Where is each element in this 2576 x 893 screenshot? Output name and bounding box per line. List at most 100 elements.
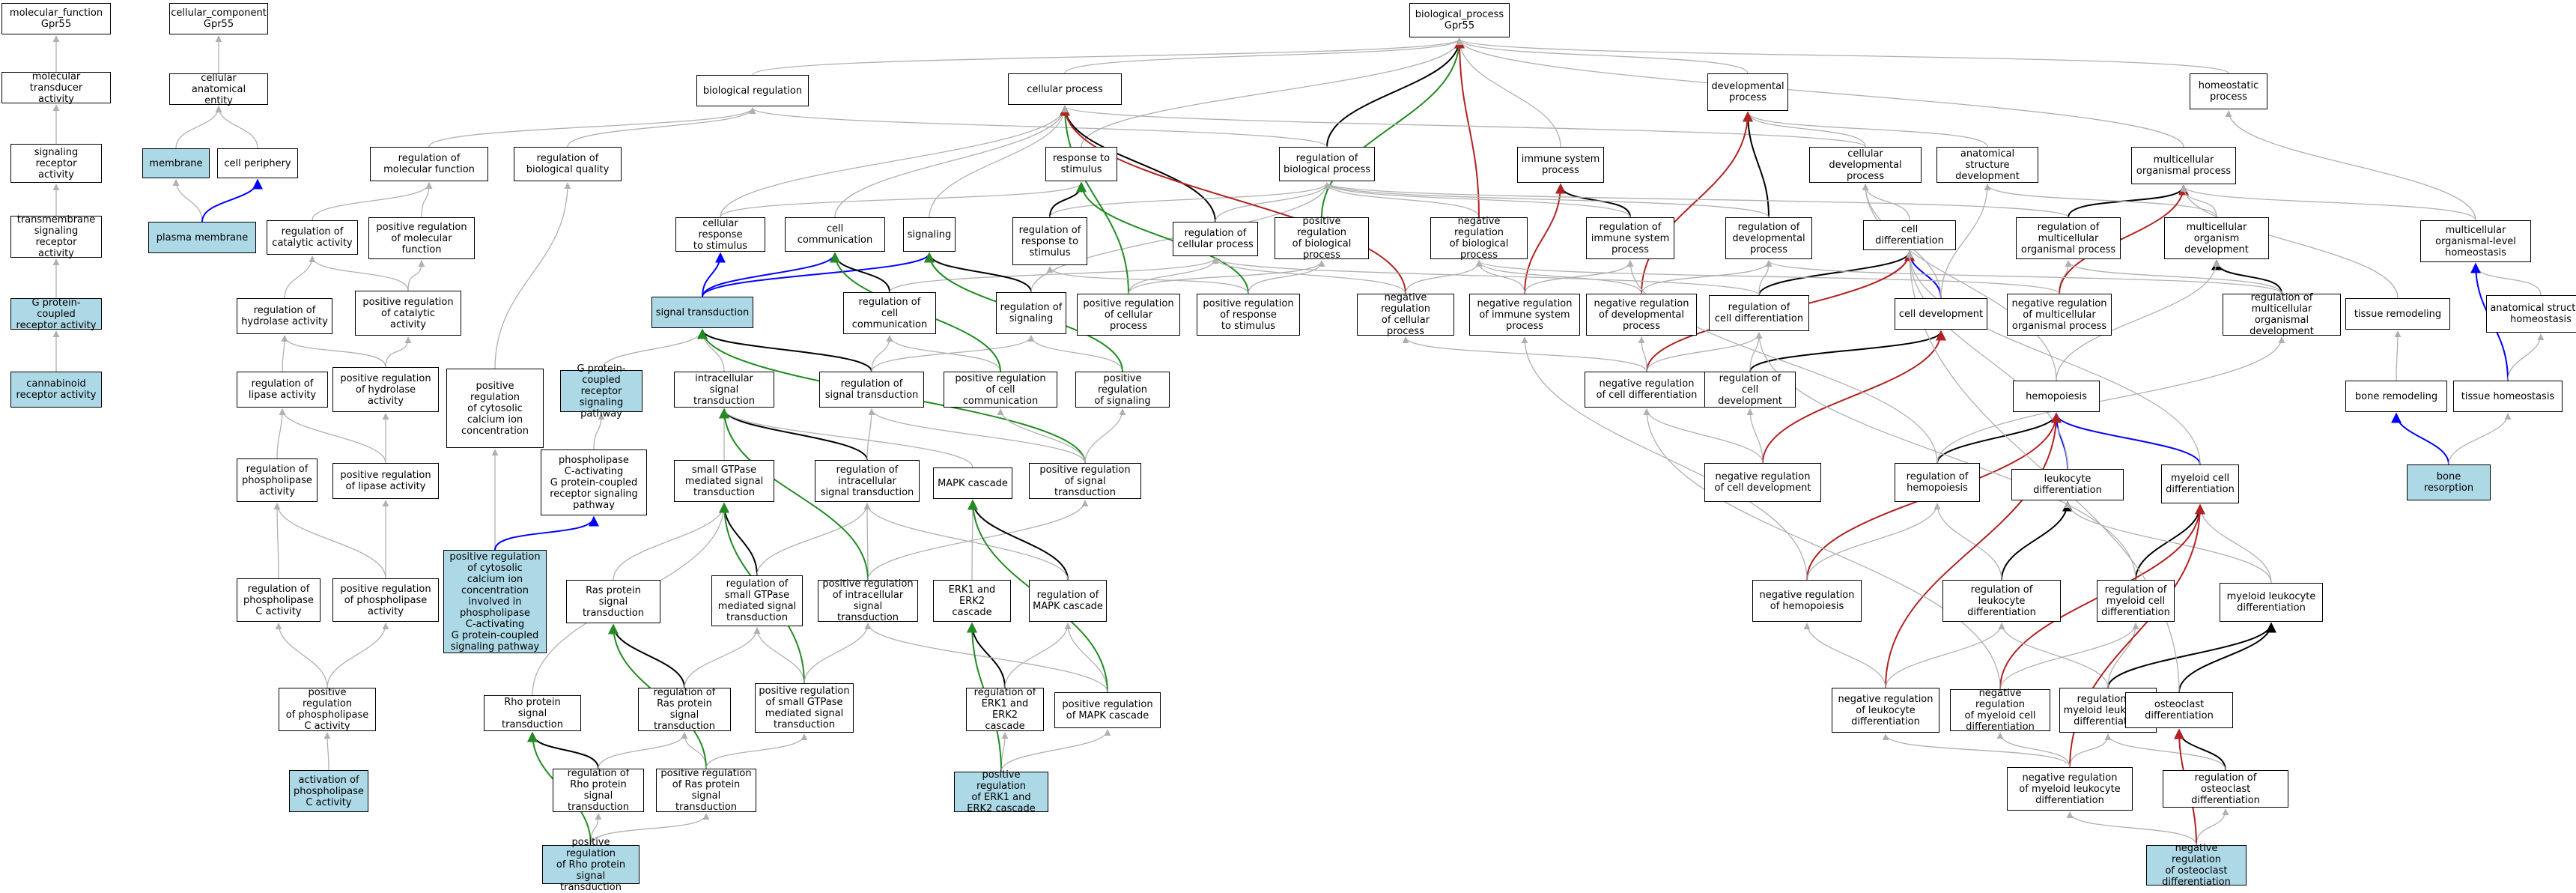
go-term-node: regulation of catalytic activity <box>267 220 358 255</box>
edge-part-of <box>719 502 758 576</box>
edge-is-a <box>1212 257 1406 294</box>
edge-is-a <box>1646 332 1763 372</box>
edge-is-a <box>2225 110 2476 221</box>
go-term-node: molecular transducer activity <box>1 71 111 105</box>
go-term-node: negative regulation of myeloid leukocyte… <box>2007 767 2133 811</box>
go-term-node: plasma membrane <box>148 222 256 253</box>
edge-part-of <box>1743 111 1770 218</box>
edge-regulates <box>702 252 726 297</box>
edge-is-a <box>2507 333 2545 381</box>
edge-is-a <box>2104 733 2226 771</box>
edge-is-a <box>2066 811 2197 846</box>
edge-regulates <box>201 178 263 223</box>
edge-is-a <box>2065 260 2282 294</box>
edge-is-a <box>279 408 386 464</box>
edge-is-a <box>1885 623 2005 688</box>
edge-is-a <box>1746 408 1764 464</box>
go-term-node: G protein-coupled receptor signaling pat… <box>560 363 643 420</box>
go-term-node: positive regulation of lipase activity <box>332 463 439 499</box>
edge-is-a <box>871 335 1035 372</box>
edge-is-a <box>421 182 433 218</box>
edge-is-a <box>175 106 222 149</box>
edge-is-a <box>309 255 409 291</box>
go-term-node: positive regulation of intracellular sig… <box>818 578 918 623</box>
go-term-node: cellular anatomical entity <box>169 73 268 106</box>
go-term-node: negative regulation of hemopoiesis <box>1752 580 1862 622</box>
go-term-node: positive regulation of biological proces… <box>1275 216 1369 261</box>
go-term-node: bone resorption <box>2407 464 2491 500</box>
edge-is-a <box>1084 408 1126 464</box>
edge-is-a <box>1936 336 2285 464</box>
edge-is-a <box>1046 266 1249 294</box>
go-term-node: Rho protein signal transduction <box>484 695 581 731</box>
go-term-node: regulation of response to stimulus <box>1012 217 1087 265</box>
edge-is-a <box>1004 623 1072 688</box>
edge-positively-regulates <box>1060 105 1129 294</box>
edge-positively-regulates <box>1076 181 1249 294</box>
go-term-node: positive regulation of ERK1 and ERK2 cas… <box>954 769 1048 814</box>
edge-is-a <box>889 257 1219 293</box>
edge-is-a <box>2472 263 2542 296</box>
go-term-node: negative regulation of cellular process <box>1357 292 1454 337</box>
edge-is-a <box>385 336 412 368</box>
edge-is-a <box>752 38 1463 76</box>
edge-is-a <box>749 107 1328 148</box>
edge-is-a <box>1049 182 1331 218</box>
go-term-node: response to stimulus <box>1045 147 1117 181</box>
go-term-node: regulation of molecular function <box>370 147 488 181</box>
edge-negatively-regulates <box>1060 105 1406 294</box>
edge-negatively-regulates <box>1641 111 1753 294</box>
edge-is-a <box>567 107 756 148</box>
edge-is-a <box>428 107 756 148</box>
edge-is-a <box>273 503 281 579</box>
go-term-node: transmembrane signaling receptor activit… <box>10 214 102 259</box>
edge-negatively-regulates <box>1454 37 1480 218</box>
edge-is-a <box>1524 260 1634 294</box>
go-term-node: cell development <box>1895 298 1987 330</box>
edge-is-a <box>2196 808 2229 846</box>
go-term-node: positive regulation of hydrolase activit… <box>332 367 439 412</box>
edge-is-a <box>1128 260 1325 294</box>
go-term-node: regulation of Ras protein signal transdu… <box>638 687 731 732</box>
edge-is-a <box>720 106 1069 218</box>
go-term-node: regulation of MAPK cascade <box>1029 580 1107 622</box>
edge-is-a <box>1641 260 1772 294</box>
go-term-node: positive regulation of small GTPase medi… <box>755 683 854 733</box>
edge-is-a <box>1212 257 1760 296</box>
go-term-node: signal transduction <box>651 297 753 328</box>
go-term-node: multicellular organismal process <box>2131 147 2236 184</box>
edge-part-of <box>2001 500 2073 581</box>
edge-is-a <box>323 732 331 771</box>
go-term-node: anatomical structure homeostasis <box>2486 295 2576 333</box>
edge-is-a <box>312 182 433 221</box>
edge-is-a <box>613 503 728 581</box>
go-term-node: myeloid cell differentiation <box>2161 464 2239 503</box>
go-term-node: cellular process <box>1008 73 1122 105</box>
go-term-node: cellular developmental process <box>1809 147 1922 183</box>
go-term-node: molecular_function Gpr55 <box>1 3 111 34</box>
edge-is-a <box>1456 38 1561 148</box>
edge-is-a <box>1475 260 2060 294</box>
go-term-node: regulation of myeloid cell differentiati… <box>2097 580 2175 622</box>
go-term-node: biological regulation <box>696 75 809 106</box>
edge-regulates <box>2051 412 2201 465</box>
go-term-node: cell periphery <box>217 148 298 178</box>
edge-part-of <box>2107 622 2276 688</box>
edge-is-a <box>281 335 386 368</box>
edge-is-a <box>284 255 316 299</box>
go-term-node: positive regulation of signaling <box>1075 372 1170 408</box>
edge-is-a <box>1081 38 1463 148</box>
edge-positively-regulates <box>1321 37 1465 218</box>
go-term-node: positive regulation of catalytic activit… <box>355 291 461 336</box>
edge-is-a <box>1906 251 2068 470</box>
edge-is-a <box>281 335 288 372</box>
go-term-node: positive regulation of cell communicatio… <box>944 372 1057 408</box>
edge-is-a <box>2069 733 2112 768</box>
edge-is-a <box>1758 260 1772 296</box>
go-term-node: negative regulation of cell differentiat… <box>1585 372 1709 408</box>
go-term-node: negative regulation of developmental pro… <box>1586 294 1697 336</box>
edge-is-a <box>867 500 1089 581</box>
edge-regulates <box>2051 412 2068 470</box>
go-term-node: regulation of cell development <box>1704 372 1796 408</box>
